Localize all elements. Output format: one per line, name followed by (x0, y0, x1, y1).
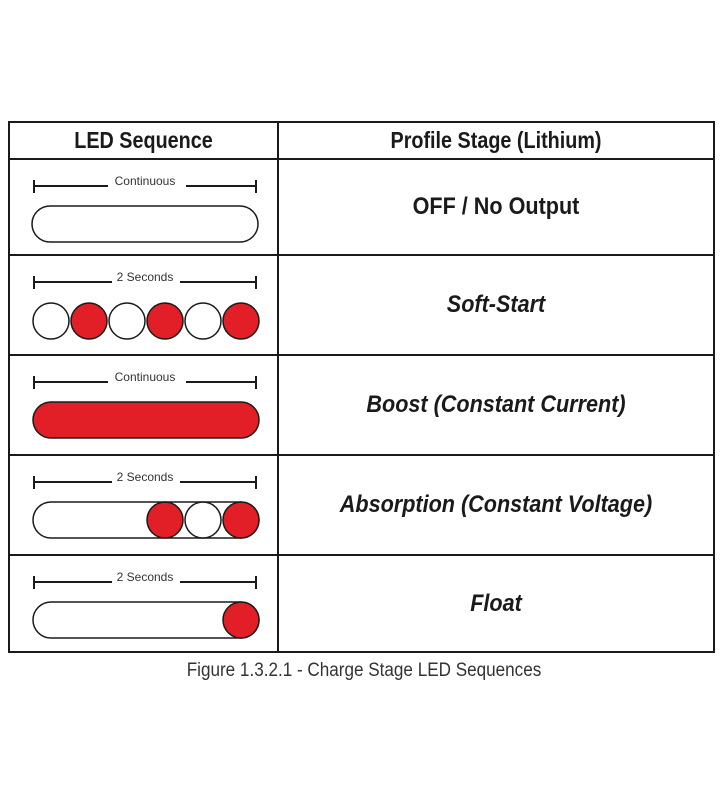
profile-stage: Boost (Constant Current) (366, 391, 626, 418)
table-row: Continuous Boost (Constant Current) (10, 354, 713, 454)
led-red (222, 501, 260, 539)
led-sequence-off: Continuous (31, 172, 259, 243)
duration-label: 2 Seconds (117, 570, 174, 584)
led-sequence-boost: Continuous (32, 368, 260, 439)
profile-stage: OFF / No Output (412, 193, 580, 220)
table-header: LED Sequence Profile Stage (Lithium) (10, 123, 713, 160)
duration-label: Continuous (115, 174, 176, 188)
duration-label: Continuous (115, 370, 176, 384)
profile-stage-header: Profile Stage (Lithium) (390, 127, 602, 153)
table-row: Continuous OFF / No Output (10, 160, 713, 254)
figure-caption: Figure 1.3.2.1 - Charge Stage LED Sequen… (186, 660, 542, 681)
column-divider (277, 123, 279, 651)
table-row: 2 Seconds Soft-Start (10, 254, 713, 354)
led-sequence-table: LED Sequence Profile Stage (Lithium) Con… (8, 121, 715, 653)
led-sequence-header: LED Sequence (74, 127, 213, 153)
led-bar-red (32, 401, 260, 439)
led-red (146, 501, 184, 539)
led-off (184, 501, 222, 539)
duration-label: 2 Seconds (117, 270, 174, 284)
led-bar-off (31, 205, 259, 243)
led-red (222, 302, 260, 340)
duration-label: 2 Seconds (117, 470, 174, 484)
led-sequence-absorption: 2 Seconds (32, 468, 260, 539)
led-red (146, 302, 184, 340)
profile-stage: Absorption (Constant Voltage) (339, 491, 653, 518)
led-off (32, 302, 70, 340)
table-row: 2 Seconds Float (10, 554, 713, 651)
profile-stage: Soft-Start (446, 291, 546, 318)
led-off (184, 302, 222, 340)
led-sequence-soft-start: 2 Seconds (32, 268, 260, 340)
table-row: 2 Seconds Absorption (Constant Voltage) (10, 454, 713, 554)
led-red (70, 302, 108, 340)
led-red (222, 601, 260, 639)
led-off (108, 302, 146, 340)
led-sequence-float: 2 Seconds (32, 568, 260, 639)
profile-stage: Float (470, 589, 522, 617)
